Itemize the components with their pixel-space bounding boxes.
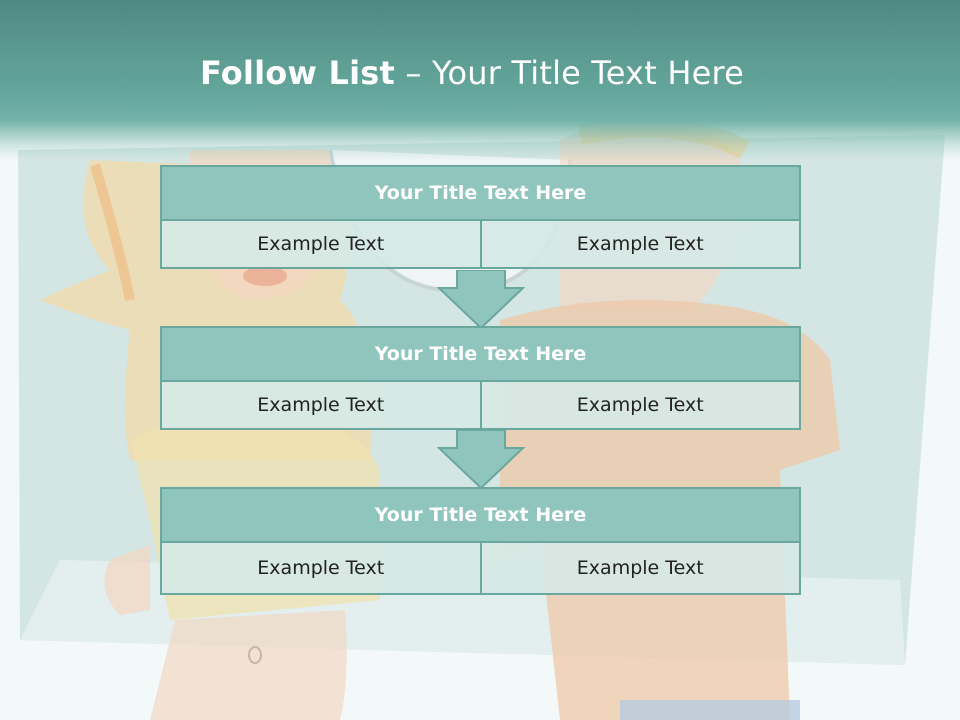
follow-block-2: Your Title Text Here Example Text Exampl…	[160, 326, 801, 430]
block-row: Example Text Example Text	[160, 541, 801, 595]
down-arrow-icon	[437, 270, 525, 330]
block-cell-left: Example Text	[160, 380, 482, 430]
block-cell-right: Example Text	[479, 541, 801, 595]
header-banner	[0, 0, 960, 160]
slide-title-rest: – Your Title Text Here	[405, 54, 745, 92]
block-cell-left: Example Text	[160, 541, 482, 595]
block-cell-right: Example Text	[479, 219, 801, 269]
block-cell-right: Example Text	[479, 380, 801, 430]
block-title: Your Title Text Here	[160, 487, 801, 543]
follow-block-3: Your Title Text Here Example Text Exampl…	[160, 487, 801, 595]
block-cell-left: Example Text	[160, 219, 482, 269]
block-title: Your Title Text Here	[160, 165, 801, 221]
follow-block-1: Your Title Text Here Example Text Exampl…	[160, 165, 801, 269]
down-arrow-icon	[437, 430, 525, 490]
block-row: Example Text Example Text	[160, 219, 801, 269]
block-row: Example Text Example Text	[160, 380, 801, 430]
slide-title-bold: Follow List	[199, 54, 396, 92]
block-title: Your Title Text Here	[160, 326, 801, 382]
slide-title: Follow List – Your Title Text Here	[0, 54, 944, 92]
